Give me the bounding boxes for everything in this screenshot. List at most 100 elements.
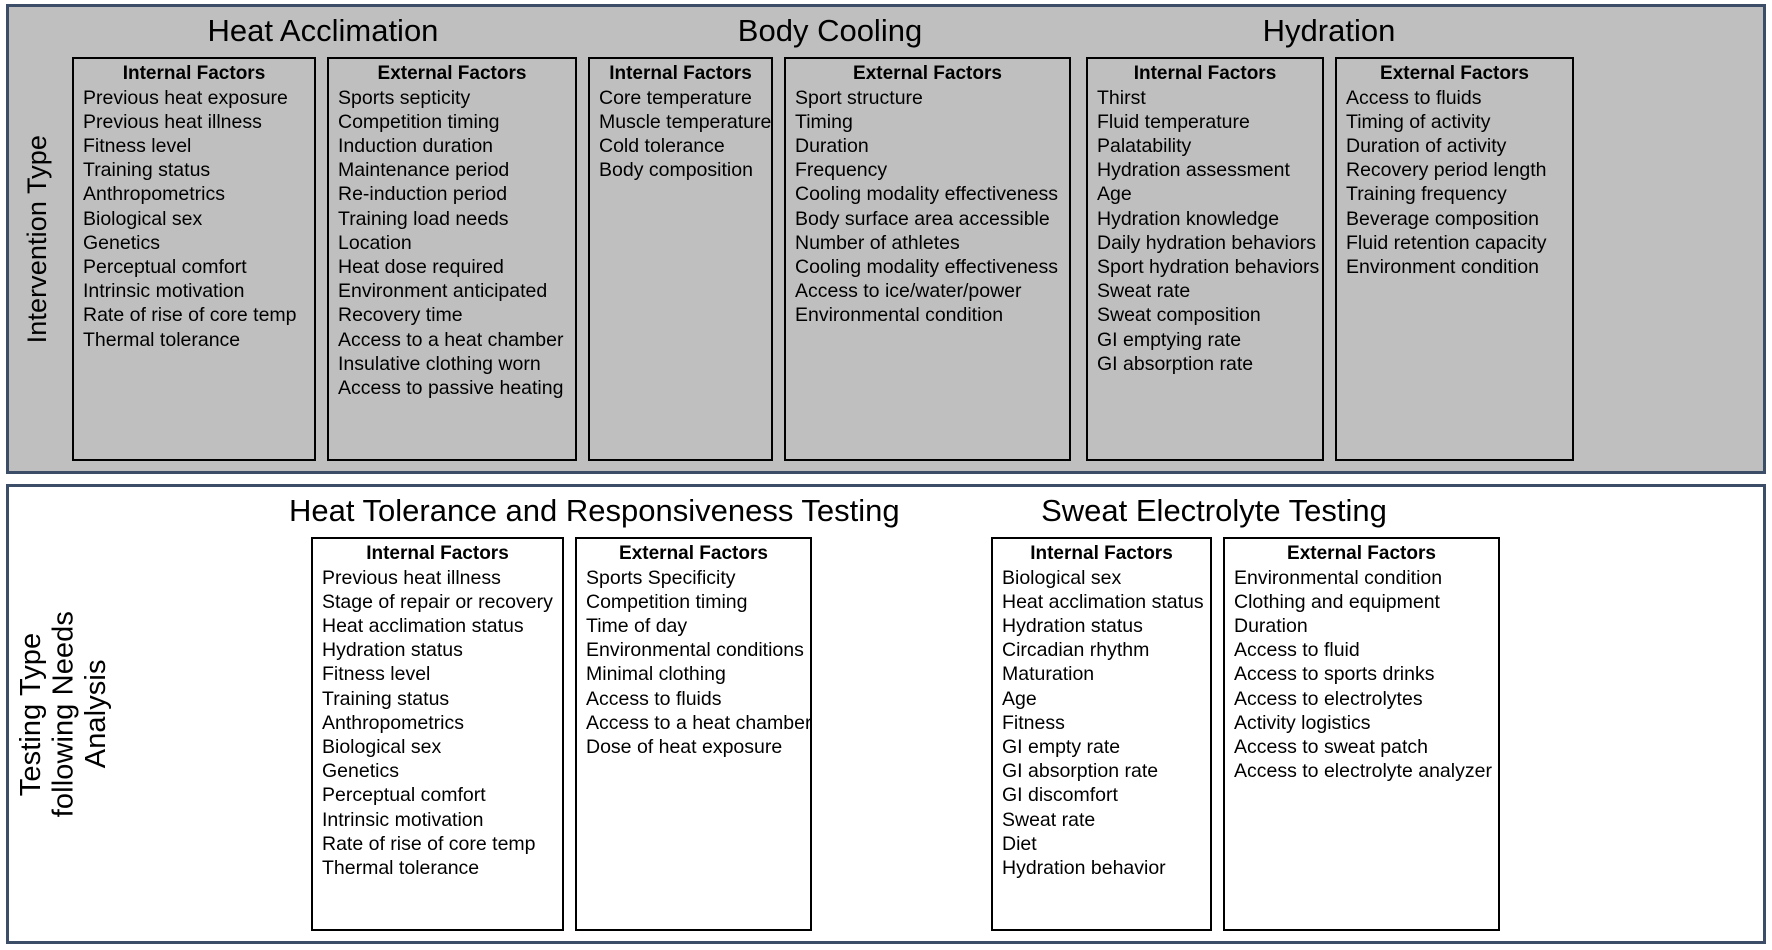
list-item: Intrinsic motivation xyxy=(83,280,245,303)
list-item: Body composition xyxy=(599,159,753,182)
list-item: Clothing and equipment xyxy=(1234,590,1440,613)
intervention-type-row-label: Intervention Type xyxy=(9,7,65,471)
list-item: Minimal clothing xyxy=(586,663,726,686)
group-title-heat-acclimation: Heat Acclimation xyxy=(207,13,439,48)
list-item: Cooling modality effectiveness xyxy=(795,255,1059,278)
list-item: Sweat composition xyxy=(1097,304,1261,327)
list-item: Training load needs xyxy=(338,207,509,230)
list-item: Training status xyxy=(322,687,450,710)
list-item: Access to sweat patch xyxy=(1234,735,1429,758)
list-item: Location xyxy=(338,231,412,254)
list-item: Cold tolerance xyxy=(599,134,725,157)
list-item: Re-induction period xyxy=(338,183,508,206)
list-item: Heat dose required xyxy=(338,255,504,278)
hydration-external-factors-box: External Factors Access to fluids Timing… xyxy=(1335,56,1574,461)
list-item: Recovery period length xyxy=(1346,159,1547,182)
list-item: Competition timing xyxy=(586,590,748,613)
list-item: Core temperature xyxy=(599,86,752,109)
body-cooling-external-factors-box: External Factors Sport structure Timing … xyxy=(784,56,1071,461)
sweat-electrolyte-external-factors-box: External Factors Environmental condition… xyxy=(1223,536,1500,931)
list-item: Environmental conditions xyxy=(586,639,804,662)
factor-heading: Internal Factors xyxy=(1030,542,1173,564)
list-item: Biological sex xyxy=(83,207,203,230)
factor-heading: External Factors xyxy=(377,62,527,84)
list-item: Genetics xyxy=(322,760,399,783)
list-item: Anthropometrics xyxy=(322,711,464,734)
factor-heading: External Factors xyxy=(1380,62,1529,84)
factor-list: Thirst Fluid temperature Palatability Hy… xyxy=(1097,86,1319,376)
factor-list: Previous heat illness Stage of repair or… xyxy=(322,566,553,881)
testing-type-row-label: Testing Type following Needs Analysis xyxy=(9,487,119,941)
list-item: Hydration status xyxy=(322,639,463,662)
factor-heading: Internal Factors xyxy=(609,62,752,84)
list-item: Hydration behavior xyxy=(1002,856,1166,879)
list-item: Sweat rate xyxy=(1097,280,1191,303)
testing-type-band: Testing Type following Needs Analysis He… xyxy=(6,484,1766,944)
factor-heading: External Factors xyxy=(853,62,1002,84)
list-item: Environmental condition xyxy=(1234,566,1443,589)
body-cooling-internal-factors-box: Internal Factors Core temperature Muscle… xyxy=(588,56,773,461)
heat-acclimation-internal-factors-box: Internal Factors Previous heat exposure … xyxy=(72,56,316,461)
list-item: Hydration assessment xyxy=(1097,159,1290,182)
list-item: Timing xyxy=(795,110,853,133)
list-item: Access to passive heating xyxy=(338,376,564,399)
list-item: Access to fluid xyxy=(1234,639,1360,662)
list-item: Heat acclimation status xyxy=(1002,590,1204,613)
list-item: Access to a heat chamber xyxy=(338,328,564,351)
list-item: Environment condition xyxy=(1346,255,1539,278)
list-item: Recovery time xyxy=(338,304,463,327)
list-item: Intrinsic motivation xyxy=(322,808,484,831)
sweat-electrolyte-internal-factors-box: Internal Factors Biological sex Heat acc… xyxy=(991,536,1212,931)
list-item: Insulative clothing worn xyxy=(338,352,541,375)
group-hydration: Hydration Internal Factors Thirst Fluid … xyxy=(1079,7,1579,471)
list-item: Anthropometrics xyxy=(83,183,225,206)
list-item: Access to fluids xyxy=(1346,86,1482,109)
list-item: Age xyxy=(1097,183,1132,206)
list-item: GI absorption rate xyxy=(1097,352,1254,375)
list-item: Access to sports drinks xyxy=(1234,663,1435,686)
list-item: Thirst xyxy=(1097,86,1146,109)
heat-acclimation-external-factors-box: External Factors Sports septicity Compet… xyxy=(327,56,577,461)
list-item: Access to electrolytes xyxy=(1234,687,1423,710)
list-item: Induction duration xyxy=(338,134,494,157)
list-item: Biological sex xyxy=(322,735,442,758)
group-title-body-cooling: Body Cooling xyxy=(737,13,923,48)
list-item: Access to a heat chamber xyxy=(586,711,812,734)
hydration-internal-factors-box: Internal Factors Thirst Fluid temperatur… xyxy=(1086,56,1324,461)
list-item: Duration xyxy=(795,134,869,157)
list-item: Maintenance period xyxy=(338,159,510,182)
list-item: Fitness xyxy=(1002,711,1065,734)
list-item: Fitness level xyxy=(322,663,431,686)
list-item: Maturation xyxy=(1002,663,1095,686)
list-item: Diet xyxy=(1002,832,1037,855)
list-item: Access to electrolyte analyzer xyxy=(1234,760,1492,783)
list-item: Time of day xyxy=(586,614,688,637)
group-title-heat-tolerance-testing: Heat Tolerance and Responsiveness Testin… xyxy=(289,493,900,528)
list-item: Daily hydration behaviors xyxy=(1097,231,1316,254)
list-item: Duration of activity xyxy=(1346,134,1507,157)
list-item: Rate of rise of core temp xyxy=(322,832,536,855)
factor-list: Sports Specificity Competition timing Ti… xyxy=(586,566,812,760)
intervention-type-band: Intervention Type Heat Acclimation Inter… xyxy=(6,4,1766,474)
list-item: Environment anticipated xyxy=(338,280,548,303)
list-item: GI absorption rate xyxy=(1002,760,1159,783)
factor-heading: Internal Factors xyxy=(122,62,266,84)
list-item: Stage of repair or recovery xyxy=(322,590,553,613)
list-item: Genetics xyxy=(83,231,160,254)
testing-type-row-label-text: Testing Type following Needs Analysis xyxy=(15,610,113,818)
list-item: Thermal tolerance xyxy=(322,856,480,879)
list-item: GI empty rate xyxy=(1002,735,1121,758)
intervention-type-row-label-text: Intervention Type xyxy=(21,134,52,344)
factor-list: Previous heat exposure Previous heat ill… xyxy=(83,86,305,352)
list-item: Rate of rise of core temp xyxy=(83,304,297,327)
list-item: GI discomfort xyxy=(1002,784,1118,807)
list-item: Duration xyxy=(1234,614,1308,637)
list-item: Previous heat exposure xyxy=(83,86,288,109)
list-item: Competition timing xyxy=(338,110,500,133)
list-item: Timing of activity xyxy=(1346,110,1491,133)
list-item: Activity logistics xyxy=(1234,711,1371,734)
group-title-sweat-electrolyte-testing: Sweat Electrolyte Testing xyxy=(1041,493,1387,528)
factor-list: Core temperature Muscle temperature Cold… xyxy=(599,86,771,183)
list-item: Access to ice/water/power xyxy=(795,280,1022,303)
